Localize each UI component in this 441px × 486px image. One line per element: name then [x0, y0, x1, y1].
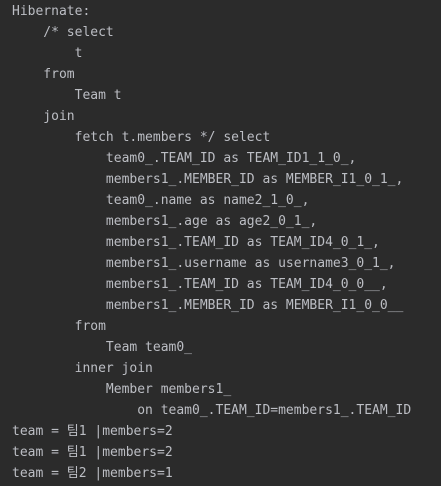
- console-line: members1_.TEAM_ID as TEAM_ID4_0_1_,: [12, 235, 380, 250]
- console-line: join: [12, 109, 75, 124]
- console-line: fetch t.members */ select: [12, 130, 271, 145]
- console-line: t: [12, 46, 91, 61]
- console-line: team0_.TEAM_ID as TEAM_ID1_1_0_,: [12, 151, 357, 166]
- console-line: from: [12, 67, 75, 82]
- console-line: team0_.name as name2_1_0_,: [12, 193, 310, 208]
- console-line: on team0_.TEAM_ID=members1_.TEAM_ID: [12, 403, 412, 418]
- console-line: members1_.MEMBER_ID as MEMBER_I1_0_0__: [12, 298, 412, 313]
- console-line: Hibernate:: [12, 4, 99, 19]
- console-line: team = 팀1 |members=2: [12, 445, 173, 460]
- console-line: members1_.age as age2_0_1_,: [12, 214, 318, 229]
- console-line: team = 팀1 |members=2: [12, 424, 173, 439]
- console-line: members1_.username as username3_0_1_,: [12, 256, 396, 271]
- console-line: Team t: [12, 88, 130, 103]
- console-line: Team team0_: [12, 340, 200, 355]
- console-line: members1_.TEAM_ID as TEAM_ID4_0_0__,: [12, 277, 388, 292]
- console-line: /* select: [12, 25, 114, 40]
- console-line: from: [12, 319, 106, 334]
- console-line: team = 팀2 |members=1: [12, 466, 173, 481]
- console-line: Member members1_: [12, 382, 239, 397]
- console-line: inner join: [12, 361, 153, 376]
- console-line: members1_.MEMBER_ID as MEMBER_I1_0_1_,: [12, 172, 404, 187]
